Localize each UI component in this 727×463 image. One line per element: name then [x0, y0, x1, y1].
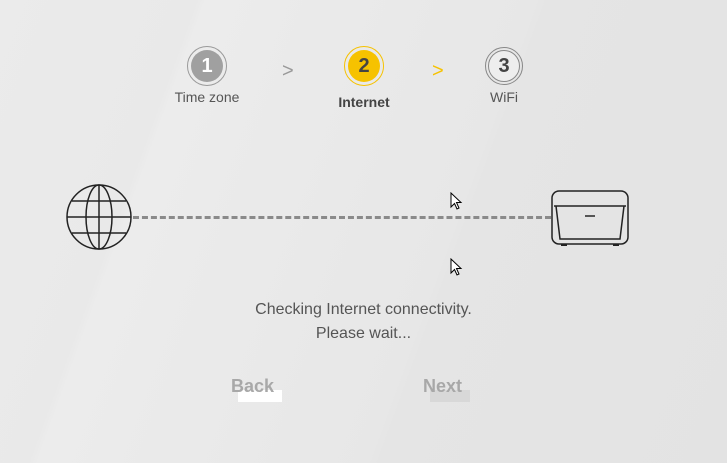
back-button[interactable]: Back [231, 376, 275, 396]
mouse-cursor-icon [450, 258, 463, 276]
status-line-2: Please wait... [315, 325, 412, 342]
step-label: Internet [338, 94, 390, 110]
next-button[interactable]: Next [423, 376, 463, 396]
step-number: 1 [187, 46, 227, 86]
next-button-highlight [430, 390, 470, 402]
step-separator: > [432, 60, 444, 82]
step-number: 3 [485, 47, 523, 85]
step-label: Time zone [174, 89, 240, 105]
router-icon [551, 190, 629, 246]
status-line-1: Checking Internet connectivity. [255, 301, 472, 318]
back-button-highlight [238, 390, 282, 402]
step-wifi: 3 WiFi [454, 47, 554, 105]
step-internet: 2 Internet [314, 46, 414, 110]
connection-line [133, 216, 551, 219]
step-label: WiFi [490, 89, 518, 105]
step-number: 2 [344, 46, 384, 86]
step-time-zone: 1 Time zone [157, 46, 257, 105]
mouse-cursor-icon [450, 192, 463, 210]
status-message: Checking Internet connectivity. Please w… [0, 298, 727, 346]
globe-icon [66, 184, 132, 250]
step-separator: > [282, 60, 294, 82]
